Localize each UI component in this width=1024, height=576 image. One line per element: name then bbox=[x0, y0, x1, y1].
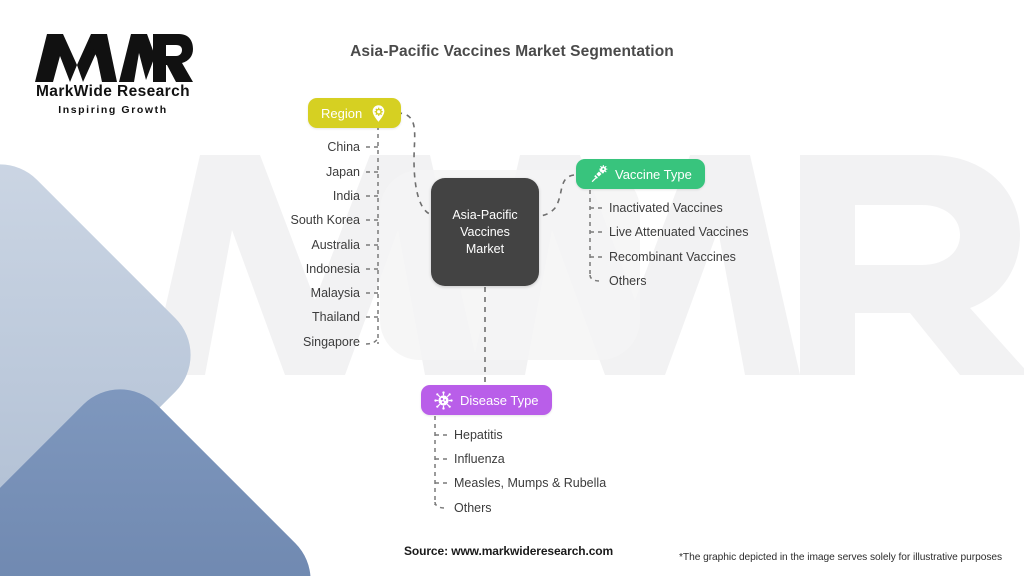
leaf-region-south-korea[interactable]: South Korea bbox=[290, 213, 361, 227]
decorative-square-light bbox=[0, 142, 213, 568]
leaf-vaccine-others[interactable]: Others bbox=[609, 274, 647, 288]
center-node-asia-pacific-vaccines-market[interactable]: Asia-Pacific Vaccines Market bbox=[431, 178, 539, 286]
decorative-square-dark bbox=[0, 367, 333, 576]
brand-logo: MarkWide Research Inspiring Growth bbox=[33, 32, 193, 116]
center-node-line-2: Vaccines bbox=[460, 224, 510, 239]
leaf-vaccine-recombinant[interactable]: Recombinant Vaccines bbox=[609, 250, 736, 264]
leaf-disease-others[interactable]: Others bbox=[454, 501, 492, 515]
logo-tagline: Inspiring Growth bbox=[58, 104, 168, 116]
wire-region-to-center bbox=[396, 112, 434, 216]
wire-disease-stub-last bbox=[434, 501, 446, 509]
leaf-region-indonesia[interactable]: Indonesia bbox=[305, 262, 360, 276]
leaf-disease-influenza[interactable]: Influenza bbox=[454, 452, 505, 466]
source-attribution[interactable]: Source: www.markwideresearch.com bbox=[404, 544, 614, 558]
branch-node-vaccine-type[interactable]: Vaccine Type bbox=[576, 159, 705, 189]
leaf-region-china[interactable]: China bbox=[327, 140, 360, 154]
map-pin-gear-icon bbox=[372, 104, 385, 122]
center-node-line-1: Asia-Pacific bbox=[452, 207, 518, 222]
page-title: Asia-Pacific Vaccines Market Segmentatio… bbox=[350, 43, 674, 60]
leaf-region-singapore[interactable]: Singapore bbox=[303, 335, 360, 349]
logo-brand-name: MarkWide Research bbox=[36, 83, 190, 100]
center-node-line-3: Market bbox=[465, 241, 505, 256]
leaf-disease-hepatitis[interactable]: Hepatitis bbox=[454, 428, 503, 442]
wire-vaccine-stub-last bbox=[589, 274, 601, 282]
virus-icon bbox=[434, 390, 453, 410]
branch-node-region[interactable]: Region bbox=[308, 98, 402, 128]
leaf-region-malaysia[interactable]: Malaysia bbox=[310, 286, 360, 300]
leaf-vaccine-live-attenuated[interactable]: Live Attenuated Vaccines bbox=[609, 225, 749, 239]
wire-region-stub-last bbox=[365, 337, 379, 345]
leaf-region-australia[interactable]: Australia bbox=[311, 238, 360, 252]
logo-mark-mwr-icon bbox=[35, 34, 193, 82]
leaf-vaccine-inactivated[interactable]: Inactivated Vaccines bbox=[609, 201, 723, 215]
leaf-region-india[interactable]: India bbox=[332, 189, 360, 203]
syringe-virus-icon bbox=[591, 164, 608, 182]
disclaimer-text: *The graphic depicted in the image serve… bbox=[679, 552, 1003, 563]
branch-label-vaccine-type: Vaccine Type bbox=[615, 166, 692, 182]
leaf-region-japan[interactable]: Japan bbox=[325, 165, 360, 179]
leaf-region-thailand[interactable]: Thailand bbox=[312, 310, 360, 324]
branch-label-region: Region bbox=[321, 105, 363, 121]
branch-node-disease-type[interactable]: Disease Type bbox=[421, 385, 552, 415]
wire-vaccine-to-center bbox=[537, 174, 575, 217]
leaf-disease-measles-mumps-rubella[interactable]: Measles, Mumps & Rubella bbox=[454, 476, 607, 490]
branch-label-disease-type: Disease Type bbox=[460, 392, 539, 408]
